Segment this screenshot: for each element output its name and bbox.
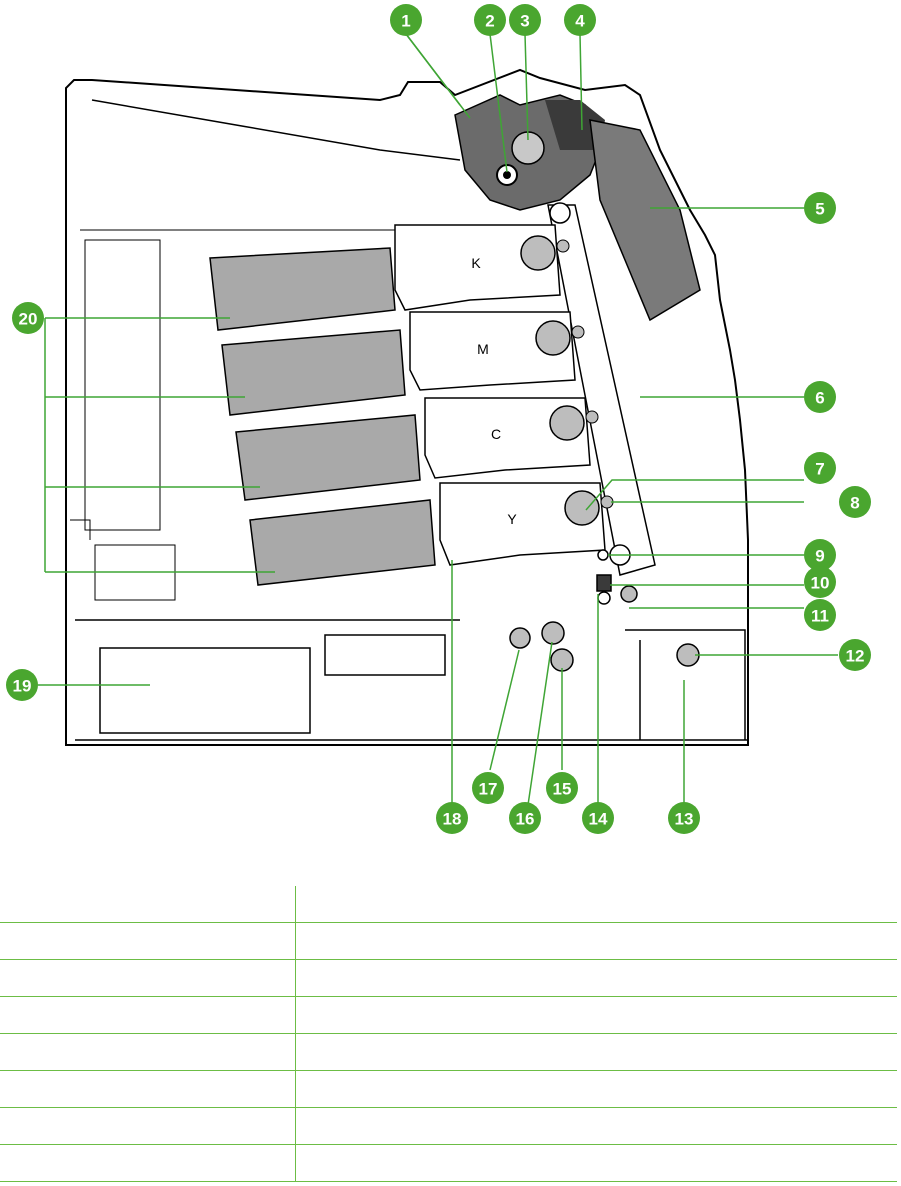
cartridge-k-label: K [471,255,481,271]
table-cell [0,1033,296,1071]
svg-text:12: 12 [846,647,865,666]
callout-19: 19 [6,669,38,701]
svg-text:10: 10 [811,574,830,593]
svg-text:9: 9 [815,547,824,566]
table-row [0,886,897,923]
svg-text:5: 5 [815,200,824,219]
svg-text:13: 13 [675,810,694,829]
svg-text:16: 16 [516,810,535,829]
table-cell [295,922,897,960]
svg-text:2: 2 [485,12,494,31]
table-cell [0,996,296,1034]
callout-3: 3 [509,4,541,36]
svg-text:4: 4 [575,12,585,31]
svg-text:7: 7 [815,460,824,479]
callout-leaders [38,33,838,806]
laser-scanner-units [209,247,436,586]
table-cell [0,922,296,960]
callout-4: 4 [564,4,596,36]
table-row [0,1144,897,1182]
svg-text:3: 3 [520,12,529,31]
svg-text:20: 20 [19,310,38,329]
table-cell [295,1070,897,1108]
table-cell [295,1107,897,1145]
rollers [509,549,700,672]
lower-mechanism [99,629,746,740]
callout-11: 11 [804,599,836,631]
callout-10: 10 [804,566,836,598]
table-cell [0,959,296,997]
table-row [0,1070,897,1108]
callout-2: 2 [474,4,506,36]
svg-text:15: 15 [553,780,572,799]
callout-14: 14 [582,802,614,834]
svg-text:6: 6 [815,389,824,408]
toner-cartridges: K M C Y [394,224,614,566]
printer-cross-section-diagram: K M C Y [6,4,871,834]
table-cell [0,1107,296,1145]
cartridge-c-label: C [491,426,501,442]
table-cell [0,886,296,923]
table-row [0,959,897,997]
callout-20: 20 [12,302,44,334]
printer-housing [65,68,749,746]
table-cell [295,1033,897,1071]
svg-text:17: 17 [479,780,498,799]
callout-9: 9 [804,539,836,571]
cartridge-m: M [409,311,585,391]
callout-13: 13 [668,802,700,834]
callout-12: 12 [839,639,871,671]
cartridge-k: K [394,224,570,311]
callout-17: 17 [472,772,504,804]
callout-1: 1 [390,4,422,36]
callout-6: 6 [804,381,836,413]
callout-8: 8 [839,486,871,518]
table-cell [0,1144,296,1182]
cartridge-m-label: M [477,341,489,357]
parts-legend-table [0,886,897,1182]
callout-7: 7 [804,452,836,484]
table-row [0,1107,897,1145]
table-row [0,922,897,960]
cartridge-c: C [424,397,599,479]
table-cell [295,959,897,997]
fuser-assembly [454,94,701,322]
callout-15: 15 [546,772,578,804]
svg-text:19: 19 [13,677,32,696]
table-cell [0,1070,296,1108]
svg-text:18: 18 [443,810,462,829]
callout-markers: 1 2 3 4 5 6 7 8 9 10 11 12 13 14 15 16 1… [6,4,871,834]
table-cell [295,1144,897,1182]
table-row [0,1033,897,1071]
callout-5: 5 [804,192,836,224]
table-row [0,996,897,1034]
svg-text:14: 14 [589,810,608,829]
callout-16: 16 [509,802,541,834]
cartridge-y: Y [439,482,614,566]
svg-text:11: 11 [811,607,829,626]
callout-18: 18 [436,802,468,834]
cartridge-y-label: Y [507,511,517,527]
table-cell [295,996,897,1034]
table-cell [295,886,897,923]
svg-text:8: 8 [850,494,859,513]
svg-text:1: 1 [401,12,410,31]
